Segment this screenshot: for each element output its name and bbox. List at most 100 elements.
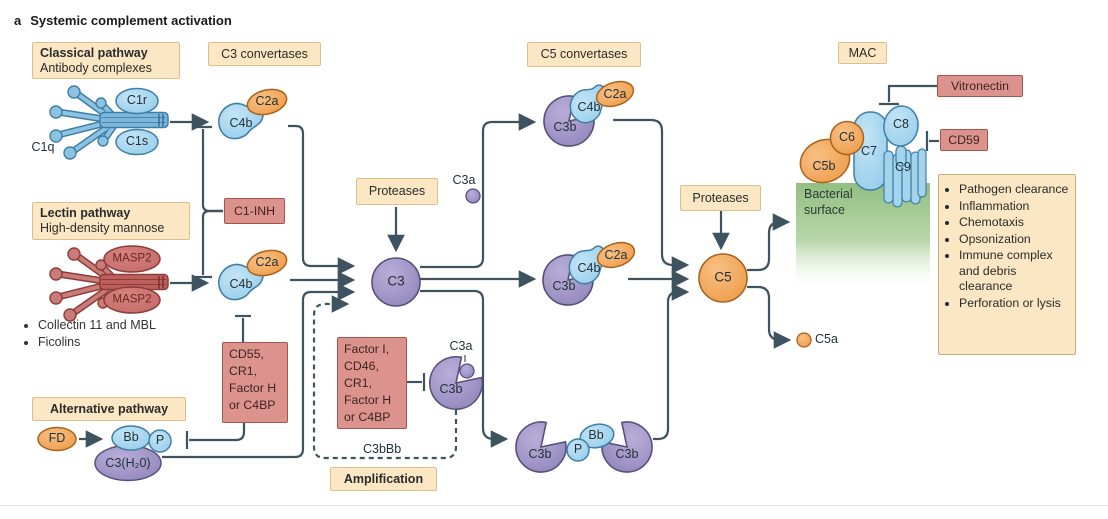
vitronectin-box: Vitronectin [937, 75, 1023, 97]
list-item: Immune complex and debris clearance [959, 248, 1071, 296]
c3a-top-shape [465, 188, 481, 204]
c8-label: C8 [893, 117, 909, 132]
line-c3-to-top-c5convertase [420, 113, 537, 269]
c4b-classical-label: C4b [229, 116, 253, 131]
masp2-bottom-label: MASP2 [112, 293, 152, 306]
panel-letter: a [14, 13, 22, 28]
alternative-pathway-title: Alternative pathway [49, 401, 169, 416]
factor-i-group-box: Factor I, CD46, CR1, Factor H or C4BP [337, 337, 407, 429]
c3bbb-label: C3bBb [363, 442, 402, 457]
amplification-dashed-loop [312, 295, 458, 460]
outcomes-box: Pathogen clearanceInflammationChemotaxis… [938, 174, 1076, 355]
c1-inh-label: C1-INH [234, 203, 275, 218]
proteases-left-label: Proteases [368, 184, 426, 198]
c7-label: C7 [861, 144, 877, 159]
p-bottom-label: P [573, 442, 583, 457]
c4b-conv-top-label: C4b [577, 100, 601, 115]
title-text: Systemic complement activation [30, 13, 232, 28]
amplification-box: Amplification [330, 467, 437, 491]
masp2-bottom-shape [103, 286, 161, 314]
fd-label: FD [48, 431, 66, 446]
line-c3-to-c3bbb [420, 289, 509, 448]
line-alternative-to-c3 [162, 283, 356, 459]
c3a-amp-label: C3a [449, 339, 473, 354]
cd59-box: CD59 [940, 129, 988, 151]
lectin-pathway-title: Lectin pathway [40, 206, 131, 220]
c1r-label: C1r [126, 93, 148, 108]
line-classical-convertase-to-c3 [288, 124, 356, 275]
c1q-label: C1q [31, 140, 55, 155]
c3b-amp-label: C3b [439, 382, 463, 397]
c2a-lectin-shape [246, 249, 288, 277]
c3h2o-label: C3(H₂0) [105, 456, 151, 471]
fd-shape [37, 426, 77, 452]
c5b-label: C5b [812, 159, 836, 174]
mac-box: MAC [838, 42, 887, 64]
masp2-top-label: MASP2 [112, 252, 152, 265]
line-top-convertase-to-c5 [613, 118, 690, 274]
c6-shape [829, 120, 865, 156]
c4b-lectin-label: C4b [229, 277, 253, 292]
list-item: Pathogen clearance [959, 182, 1071, 199]
classical-pathway-title: Classical pathway [40, 46, 148, 60]
list-item: Collectin 11 and MBL [38, 317, 156, 334]
c5-label: C5 [714, 269, 732, 285]
amplification-label: Amplification [343, 471, 424, 486]
c3b-bottom-right-label: C3b [615, 447, 639, 462]
bb-bottom-label: Bb [588, 428, 604, 443]
proteases-right-label: Proteases [692, 190, 749, 205]
c1inh-connector-up [201, 129, 223, 213]
c5-convertases-label: C5 convertases [540, 47, 628, 61]
c1s-label: C1s [125, 134, 149, 149]
c1-complex-shape [49, 85, 169, 160]
c2a-conv-top-label: C2a [603, 87, 627, 102]
c5-shape [698, 253, 748, 303]
classical-pathway-box: Classical pathway Antibody complexes [32, 42, 180, 79]
c3-convertases-box: C3 convertases [208, 42, 321, 66]
line-c5-to-surface [747, 213, 791, 272]
cd55-connector-down [189, 422, 246, 442]
c2a-classical-shape [246, 88, 288, 116]
line-c5-to-c5a [747, 285, 792, 349]
p-alt-shape [148, 429, 172, 453]
c3-shape [371, 257, 421, 307]
mac-complex-shape [799, 105, 927, 208]
c4b-conv-mid-label: C4b [577, 261, 601, 276]
list-item: Inflammation [959, 199, 1071, 216]
c5-convertases-box: C5 convertases [527, 42, 641, 67]
proteases-left-box: Proteases [356, 178, 438, 205]
c6-label: C6 [839, 130, 855, 145]
figure-bottom-rule [0, 505, 1108, 506]
proteases-right-box: Proteases [680, 185, 761, 211]
p-alt-label: P [155, 433, 165, 448]
c3a-top-label: C3a [452, 173, 476, 188]
vitronectin-label: Vitronectin [951, 78, 1009, 93]
c3-convertases-label: C3 convertases [221, 46, 308, 61]
alternative-pathway-box: Alternative pathway [32, 397, 186, 421]
p-bottom-shape [566, 438, 590, 462]
mac-label: MAC [848, 45, 877, 60]
c1s-shape [115, 128, 159, 156]
c3a-amp-shape [459, 363, 475, 379]
cd55-group-box: CD55, CR1, Factor H or C4BP [222, 342, 288, 423]
c2a-lectin-label: C2a [255, 255, 279, 270]
masp2-top-shape [103, 245, 161, 273]
c1inh-connector-down [201, 209, 223, 275]
bb-alt-label: Bb [123, 430, 139, 445]
lectin-bullet-list: Collectin 11 and MBLFicolins [24, 317, 156, 351]
c9-label: C9 [895, 160, 911, 175]
c2a-conv-top-shape [595, 80, 635, 108]
c5a-shape [796, 332, 812, 348]
c2a-conv-mid-label: C2a [604, 248, 628, 263]
list-item: Perforation or lysis [959, 296, 1071, 313]
figure-title: a Systemic complement activation [14, 13, 232, 28]
c3-label: C3 [387, 273, 405, 289]
c3b-conv-mid-label: C3b [552, 279, 576, 294]
c8-shape [883, 105, 919, 147]
list-item: Opsonization [959, 232, 1071, 249]
classical-pathway-subtitle: Antibody complexes [40, 61, 152, 75]
lectin-bullets-ul: Collectin 11 and MBLFicolins [24, 317, 156, 351]
c5a-label: C5a [815, 332, 838, 347]
